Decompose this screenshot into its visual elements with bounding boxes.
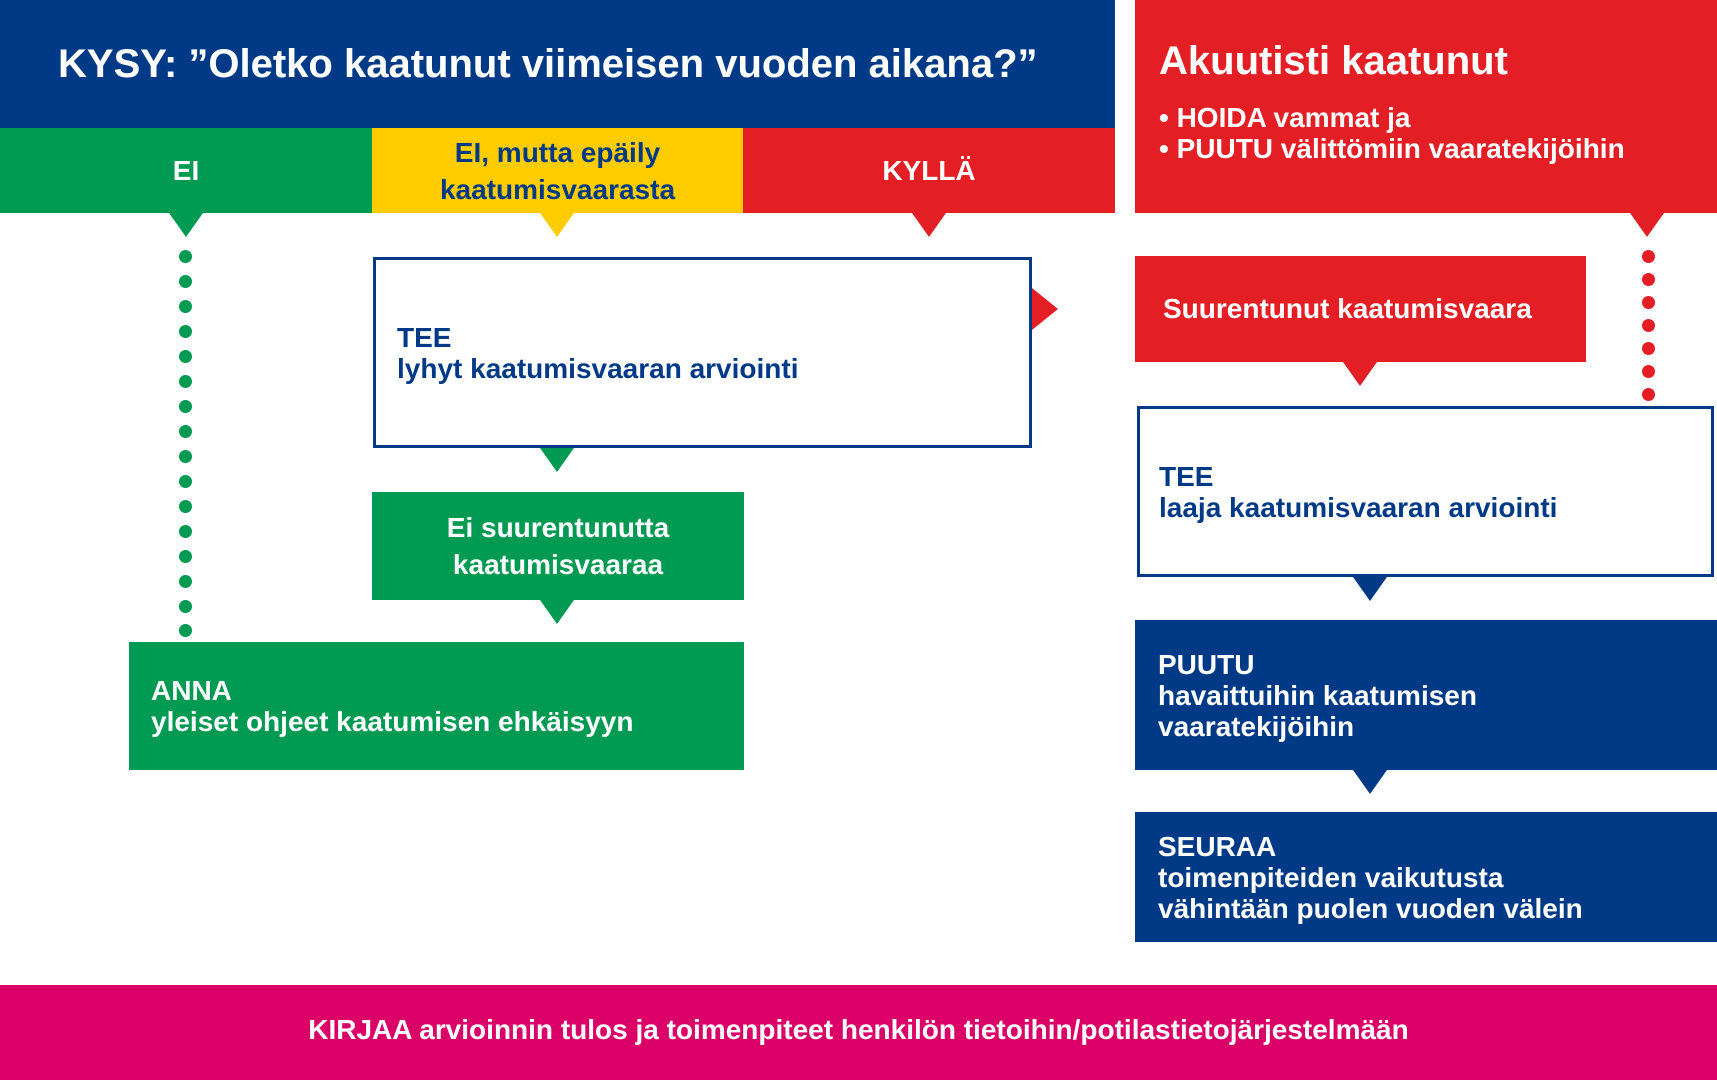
answer-suspect: EI, mutta epäily kaatumisvaarasta: [372, 128, 743, 213]
answer-yes: KYLLÄ: [743, 128, 1115, 213]
no-increased-risk-box: Ei suurentunutta kaatumisvaaraa: [372, 492, 744, 600]
short-assessment-down-arrow: [540, 448, 574, 472]
acute-title: Akuutisti kaatunut: [1159, 39, 1508, 83]
no-path-dot: [179, 350, 192, 363]
increased-risk-label: Suurentunut kaatumisvaara: [1163, 293, 1532, 324]
no-path-dot: [179, 525, 192, 538]
short-assessment-yes-arrow: [1032, 288, 1058, 330]
no-path-dot: [179, 250, 192, 263]
no-path-dot: [179, 550, 192, 563]
intervene-box: PUUTU havaittuihin kaatumisen vaaratekij…: [1135, 620, 1717, 770]
acute-bullet-treat: • HOIDA vammat ja: [1159, 102, 1411, 133]
intervene-line2: vaaratekijöihin: [1158, 710, 1355, 742]
increased-risk-arrow: [1343, 362, 1377, 386]
give-advice-text: yleiset ohjeet kaatumisen ehkäisyyn: [151, 706, 634, 737]
acute-path-dot: [1642, 273, 1655, 286]
follow-up-line1: toimenpiteiden vaikutusta: [1158, 861, 1504, 893]
answer-no-label: EI: [172, 154, 200, 186]
intervene-arrow: [1353, 770, 1387, 794]
answer-no: EI: [0, 128, 372, 213]
intervene-action: PUUTU: [1158, 648, 1255, 680]
follow-up-box: SEURAA toimenpiteiden vaikutusta vähintä…: [1135, 812, 1717, 942]
question-banner: KYSY: ”Oletko kaatunut viimeisen vuoden …: [0, 0, 1115, 128]
answer-yes-arrow: [912, 213, 946, 237]
answer-suspect-line1: EI, mutta epäily: [454, 136, 661, 168]
follow-up-action: SEURAA: [1158, 830, 1277, 862]
intervene-line1: havaittuihin kaatumisen: [1158, 679, 1477, 711]
no-path-dot: [179, 375, 192, 388]
broad-assessment-text: laaja kaatumisvaaran arviointi: [1159, 491, 1558, 523]
answer-yes-label: KYLLÄ: [882, 154, 976, 186]
give-advice-action: ANNA: [151, 675, 232, 706]
no-path-dot: [179, 500, 192, 513]
short-assessment-text: lyhyt kaatumisvaaran arviointi: [397, 352, 799, 384]
no-path-dot: [179, 400, 192, 413]
record-footer-text: KIRJAA arvioinnin tulos ja toimenpiteet …: [308, 1013, 1409, 1045]
no-path-dot: [179, 325, 192, 338]
increased-risk-box: Suurentunut kaatumisvaara: [1135, 256, 1586, 362]
no-increased-risk-line2: kaatumisvaaraa: [452, 549, 664, 580]
no-path-dot: [179, 475, 192, 488]
acute-path-dot: [1642, 388, 1655, 401]
acute-arrow: [1630, 213, 1664, 237]
broad-assessment-action: TEE: [1159, 460, 1214, 492]
no-path-dot: [179, 450, 192, 463]
answer-suspect-arrow: [540, 213, 574, 237]
acute-bullet-intervene: • PUUTU välittömiin vaaratekijöihin: [1159, 133, 1625, 164]
no-path-dot: [179, 624, 192, 637]
follow-up-line2: vähintään puolen vuoden välein: [1158, 892, 1583, 924]
short-assessment-box: TEE lyhyt kaatumisvaaran arviointi: [373, 257, 1032, 448]
broad-assessment-arrow: [1353, 577, 1387, 601]
no-path-dot: [179, 425, 192, 438]
record-footer: KIRJAA arvioinnin tulos ja toimenpiteet …: [0, 985, 1717, 1080]
answer-no-arrow: [169, 213, 203, 237]
short-assessment-action: TEE: [397, 321, 452, 353]
no-path-dot: [179, 575, 192, 588]
acute-path-dot: [1642, 296, 1655, 309]
acute-path-dot: [1642, 365, 1655, 378]
acute-path-dot: [1642, 250, 1655, 263]
broad-assessment-box: TEE laaja kaatumisvaaran arviointi: [1137, 406, 1714, 577]
give-advice-box: ANNA yleiset ohjeet kaatumisen ehkäisyyn: [129, 642, 744, 770]
no-increased-risk-line1: Ei suurentunutta: [446, 512, 670, 543]
no-path-dot: [179, 300, 192, 313]
acute-fall-box: Akuutisti kaatunut • HOIDA vammat ja • P…: [1135, 0, 1717, 213]
no-path-dot: [179, 275, 192, 288]
acute-path-dot: [1642, 342, 1655, 355]
question-text: KYSY: ”Oletko kaatunut viimeisen vuoden …: [58, 41, 1038, 86]
acute-path-dot: [1642, 319, 1655, 332]
answer-suspect-line2: kaatumisvaarasta: [439, 173, 676, 205]
no-increased-risk-arrow: [540, 600, 574, 624]
no-path-dot: [179, 600, 192, 613]
